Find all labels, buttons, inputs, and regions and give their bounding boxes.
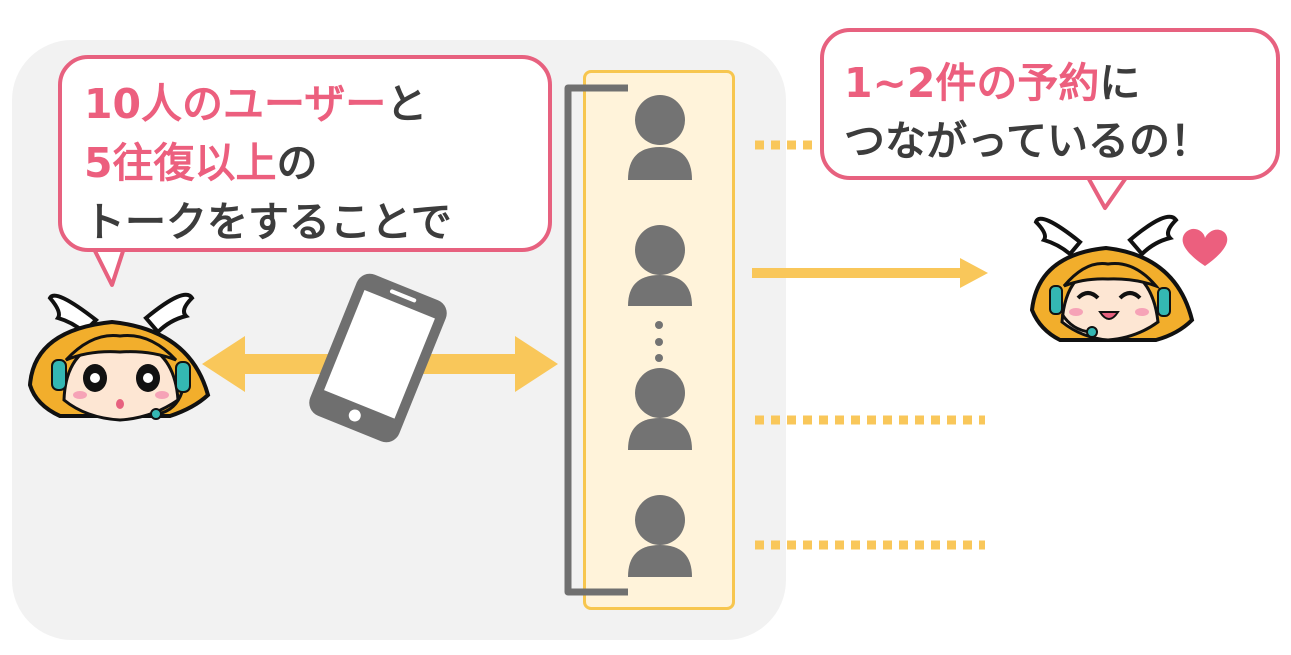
left-bubble-line-2: 5往復以上の (84, 134, 548, 193)
right-speech-bubble: 1~2件の予約に つながっているの！ (820, 28, 1280, 180)
user-silhouette-icon (628, 495, 692, 577)
right-bubble-line-2: つながっているの！ (844, 117, 1211, 165)
user-group-bracket (564, 84, 628, 596)
left-speech-bubble: 10人のユーザーと 5往復以上の トークをすることで (58, 55, 552, 252)
right-bubble-line-1: 1~2件の予約に (844, 54, 1276, 112)
user-silhouette-icon (628, 225, 692, 306)
ellipsis-dots (655, 321, 663, 362)
plain-text: と (386, 80, 428, 128)
highlight-text: 10人のユーザー (84, 80, 387, 128)
plain-text: に (1099, 59, 1141, 107)
solid-arrow-to-reservation (752, 258, 988, 288)
left-bubble-line-3: トークをすることで (84, 198, 452, 246)
smartphone-icon (309, 273, 447, 443)
heart-icon (1182, 228, 1228, 266)
left-bubble-line-1: 10人のユーザーと (84, 75, 548, 134)
happy-winged-mascot-girl-icon (1029, 214, 1195, 342)
user-silhouette-icon (628, 368, 692, 450)
plain-text: の (276, 139, 318, 187)
user-silhouette-icon (628, 95, 692, 180)
highlight-text: 1~2件の予約 (844, 59, 1100, 107)
winged-mascot-girl-icon (27, 292, 211, 422)
highlight-text: 5往復以上 (84, 139, 277, 187)
